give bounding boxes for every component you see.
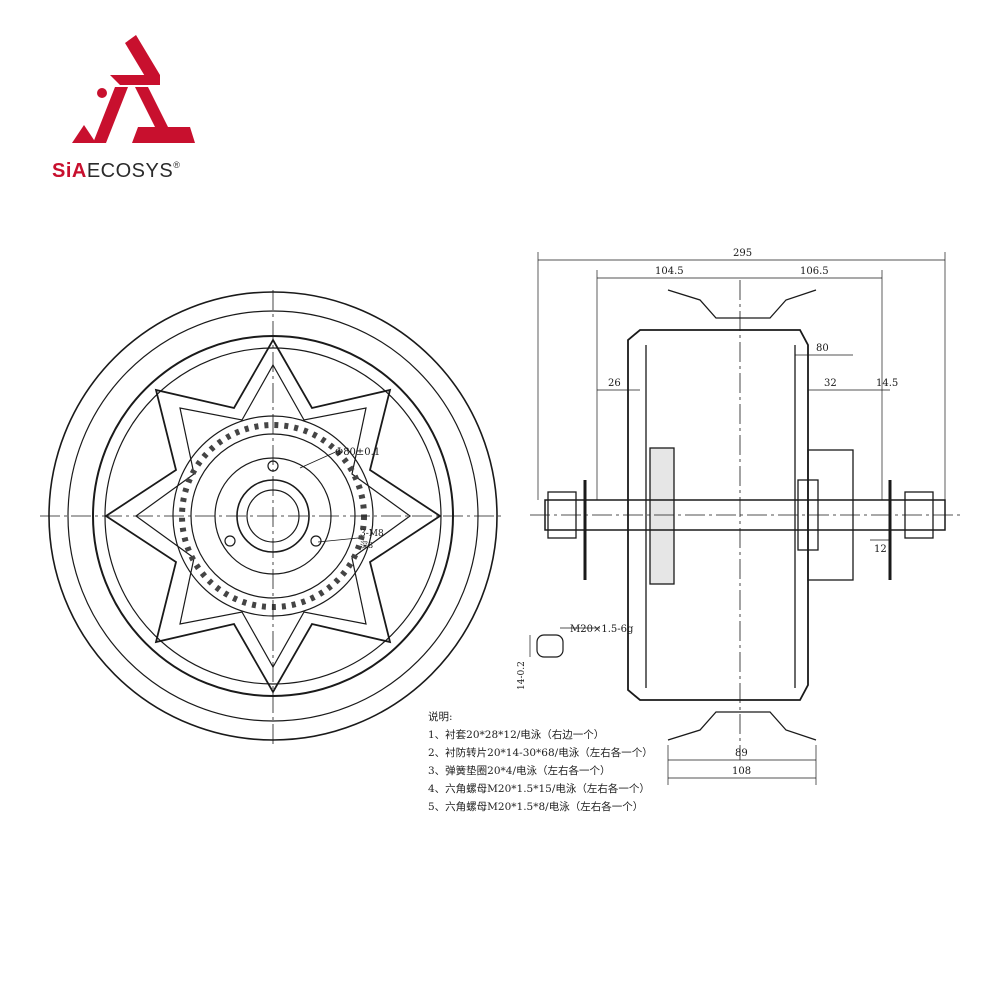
dim-left-half: 104.5 [655, 266, 684, 277]
notes-block: 说明: 1、衬套20*28*12/电泳（右边一个） 2、衬防转片20*14-30… [428, 708, 653, 816]
center-bore-dim-label: Φ80±0.1 [335, 447, 380, 458]
note-item: 5、六角螺母M20*1.5*8/电泳（左右各一个） [428, 801, 644, 813]
bolt-hole-2 [224, 535, 236, 547]
note-item: 1、衬套20*28*12/电泳（右边一个） [428, 729, 605, 741]
dim-overall: 295 [733, 248, 752, 259]
axle-thread-spec: M20×1.5-6g [570, 624, 634, 635]
notes-title: 说明: [428, 711, 453, 723]
dim-14-5: 14.5 [876, 378, 898, 389]
dimension-lines [537, 252, 946, 785]
thread-depth-label: 深8 [360, 541, 373, 550]
rim-bottom-profile [667, 711, 817, 741]
dim-right-half: 106.5 [800, 266, 829, 277]
leader-thread [317, 537, 359, 543]
axle-detail [529, 627, 600, 658]
dim-80: 80 [816, 343, 829, 354]
left-bearing [649, 447, 675, 585]
brand-prefix: SiA [52, 160, 87, 182]
dim-32: 32 [824, 378, 837, 389]
brand-wordmark: SiAECOSYS® [52, 160, 180, 183]
note-item: 3、弹簧垫圈20*4/电泳（左右各一个） [428, 765, 611, 777]
dim-12: 12 [874, 544, 887, 555]
note-item: 4、六角螺母M20*1.5*15/电泳（左右各一个） [428, 783, 650, 795]
axle-flat-section [536, 634, 564, 658]
dim-26: 26 [608, 378, 621, 389]
hub-shell-profile [627, 329, 809, 701]
brand-suffix: ECOSYS [86, 160, 174, 182]
rim-top-profile [667, 289, 817, 319]
siaecosys-logo-icon [72, 35, 195, 143]
side-view [530, 280, 960, 760]
axle-flat-dim: 14-0.2 [517, 661, 527, 690]
dim-bottom-inner: 89 [735, 748, 748, 759]
star-spoke-outline [104, 338, 442, 694]
leader-bore-dim [299, 449, 341, 469]
front-view [40, 290, 505, 745]
dim-bottom-outer: 108 [732, 766, 751, 777]
note-item: 2、衬防转片20*14-30*68/电泳（左右各一个） [428, 747, 653, 759]
registered-mark: ® [173, 160, 181, 170]
thread-callout-label: 3-M8 [360, 529, 384, 539]
bolt-hole-3 [310, 535, 322, 547]
